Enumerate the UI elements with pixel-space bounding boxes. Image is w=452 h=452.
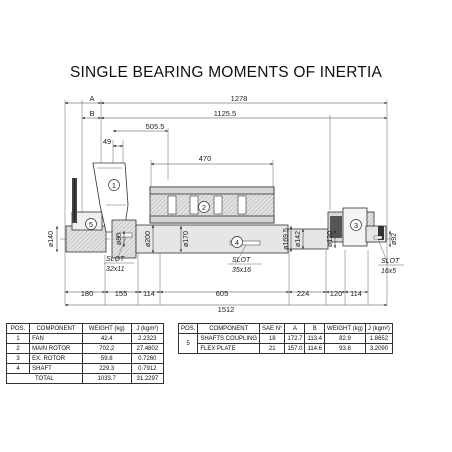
coupling-table: POS. COMPONENT SAE N° A B WEIGHT (kg) J … (177, 323, 393, 354)
dim-114a-label: 114 (143, 289, 155, 298)
main-shaft (135, 224, 289, 254)
dim-1278-label: 1278 (231, 94, 248, 103)
dim-114b-label: 114 (350, 289, 362, 298)
slot-leaders (104, 236, 404, 266)
table-row: 5 SHAFTS COUPLING 18 172.7 113.4 82.9 1.… (177, 333, 393, 354)
col-j: J (kgm²) (130, 323, 165, 334)
dia-140-label: ø140 (48, 231, 55, 247)
dia-92-label: ø92 (391, 233, 398, 245)
bottom-dimensions (64, 290, 388, 307)
dim-1125-label: 1125.5 (214, 109, 236, 118)
dim-49-label: 49 (103, 137, 111, 146)
dia-200-label: ø200 (145, 231, 152, 247)
dim-120-label: 120 (330, 289, 343, 298)
dia-170-label: ø170 (183, 231, 190, 247)
slot-2-title: SLOT (232, 257, 251, 264)
dim-total-label: 1512 (218, 305, 235, 314)
shaft-step-right (287, 228, 329, 250)
slot-2-size: 35x16 (232, 267, 251, 274)
dia-142-label: ø142 (295, 231, 302, 247)
dim-470-label: 470 (199, 154, 212, 163)
table-row: FLEX PLATE 21 157.0 114.6 93.8 3.2090 (179, 343, 393, 354)
col-component: COMPONENT (197, 323, 261, 334)
col-component: COMPONENT (29, 323, 83, 334)
dia-80-label: ø80 (116, 233, 123, 245)
dia-169-label: ø169.5 (283, 228, 290, 250)
svg-text:1: 1 (112, 181, 116, 190)
balloon-3: 3 (350, 219, 362, 231)
slot-3-size: 16x5 (381, 268, 396, 275)
table-total-row: TOTAL 1033.7 31.2297 (6, 373, 165, 384)
balloon-5: 5 (85, 218, 97, 230)
assembly (60, 162, 392, 259)
components-table: POS. COMPONENT WEIGHT (kg) J (kgm²) 1 FA… (5, 323, 165, 384)
col-weight: WEIGHT (kg) (81, 323, 132, 334)
dim-180-label: 180 (81, 289, 94, 298)
col-j: J (kgm²) (364, 323, 393, 334)
col-pos: POS. (177, 323, 199, 334)
balloon-2: 2 (198, 201, 210, 213)
balloon-4: 4 (231, 236, 243, 248)
dim-155-label: 155 (115, 289, 128, 298)
table-row: 3 EX. ROTOR 59.8 0.7260 (5, 353, 165, 364)
page-title: SINGLE BEARING MOMENTS OF INERTIA (69, 64, 383, 81)
col-pos: POS. (5, 323, 31, 334)
col-b: B (304, 323, 326, 334)
table-header-row: POS. COMPONENT SAE N° A B WEIGHT (kg) J … (177, 323, 393, 334)
slot-3-title: SLOT (381, 258, 400, 265)
dim-b-label: B (89, 109, 94, 118)
table-row: 1 FAN 42.4 2.2323 (5, 333, 165, 344)
col-sae: SAE N° (259, 323, 286, 334)
svg-text:5: 5 (89, 220, 93, 229)
svg-text:2: 2 (202, 203, 206, 212)
table-row: 2 MAIN ROTOR 702.2 27.4802 (5, 343, 165, 354)
dim-605-label: 605 (216, 289, 229, 298)
slot-1-size: 32x11 (106, 266, 125, 273)
col-weight: WEIGHT (kg) (324, 323, 366, 334)
dim-a-label: A (89, 94, 94, 103)
dim-505-label: 505.5 (146, 122, 165, 131)
col-a: A (284, 323, 306, 334)
table-header-row: POS. COMPONENT WEIGHT (kg) J (kgm²) (5, 323, 165, 334)
balloon-1: 1 (108, 179, 120, 191)
svg-text:4: 4 (235, 238, 239, 247)
dia-120-label: ø120 (327, 231, 334, 247)
technical-drawing: A B 1278 1125.5 505.5 49 470 (48, 94, 404, 314)
table-row: 4 SHAFT 229.3 0.7912 (5, 363, 165, 374)
diameter-dimensions (55, 224, 392, 254)
top-dimensions (64, 101, 388, 166)
slot-1-title: SLOT (106, 256, 125, 263)
dim-224-label: 224 (297, 289, 310, 298)
fan-hub (111, 219, 137, 259)
svg-text:3: 3 (354, 221, 358, 230)
